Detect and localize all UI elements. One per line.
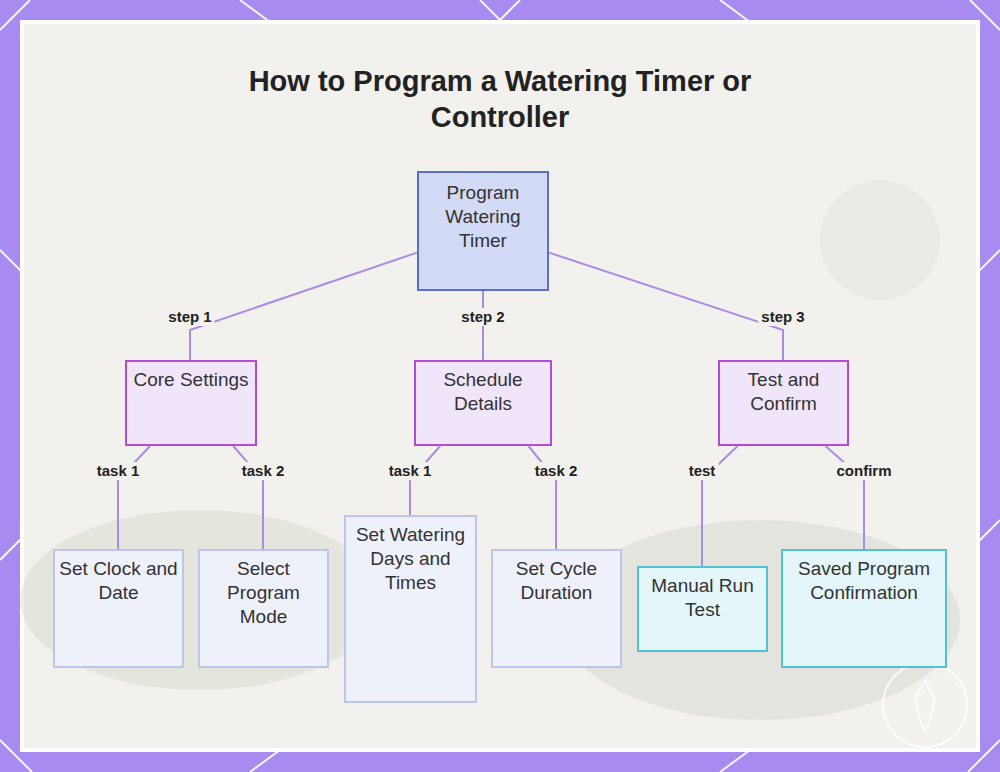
edge-label: step 3 xyxy=(758,308,807,326)
root-box: Program Watering Timer xyxy=(417,171,549,291)
node-label: Manual Run Test xyxy=(643,574,762,622)
diagram-title: How to Program a Watering Timer or Contr… xyxy=(210,63,790,135)
edge-label: test xyxy=(686,462,719,480)
connector-line xyxy=(190,253,417,360)
node-label: Schedule Details xyxy=(420,368,546,416)
node-label: Select Program Mode xyxy=(204,557,323,629)
edge-label: task 1 xyxy=(386,462,435,480)
node-label: Saved Program Confirmation xyxy=(787,557,941,605)
step-box: Schedule Details xyxy=(414,360,552,446)
node-label: Set Clock and Date xyxy=(59,557,178,605)
edge-label: task 2 xyxy=(239,462,288,480)
connector-line xyxy=(549,253,783,360)
blur-shape xyxy=(820,180,940,300)
blur-shape xyxy=(20,510,380,690)
node-label: Core Settings xyxy=(131,368,251,392)
node-label: Test and Confirm xyxy=(724,368,843,416)
edge-label: task 1 xyxy=(94,462,143,480)
edge-label: step 1 xyxy=(165,308,214,326)
watermark-mark xyxy=(915,681,935,731)
edge-label: task 2 xyxy=(532,462,581,480)
step-box: Test and Confirm xyxy=(718,360,849,446)
task-box: Set Cycle Duration xyxy=(491,549,622,668)
connector-line xyxy=(410,446,440,515)
edge-label: step 2 xyxy=(458,308,507,326)
task-box: Set Watering Days and Times xyxy=(344,515,477,703)
step-box: Core Settings xyxy=(125,360,257,446)
node-label: Set Cycle Duration xyxy=(497,557,616,605)
check-box: Manual Run Test xyxy=(637,566,768,652)
node-label: Program Watering Timer xyxy=(423,181,543,253)
check-box: Saved Program Confirmation xyxy=(781,549,947,668)
node-label: Set Watering Days and Times xyxy=(350,523,471,595)
watermark-circle xyxy=(883,663,967,747)
edge-label: confirm xyxy=(833,462,894,480)
watermark-logo xyxy=(883,663,967,747)
inner-panel xyxy=(22,22,978,750)
task-box: Select Program Mode xyxy=(198,549,329,668)
task-box: Set Clock and Date xyxy=(53,549,184,668)
